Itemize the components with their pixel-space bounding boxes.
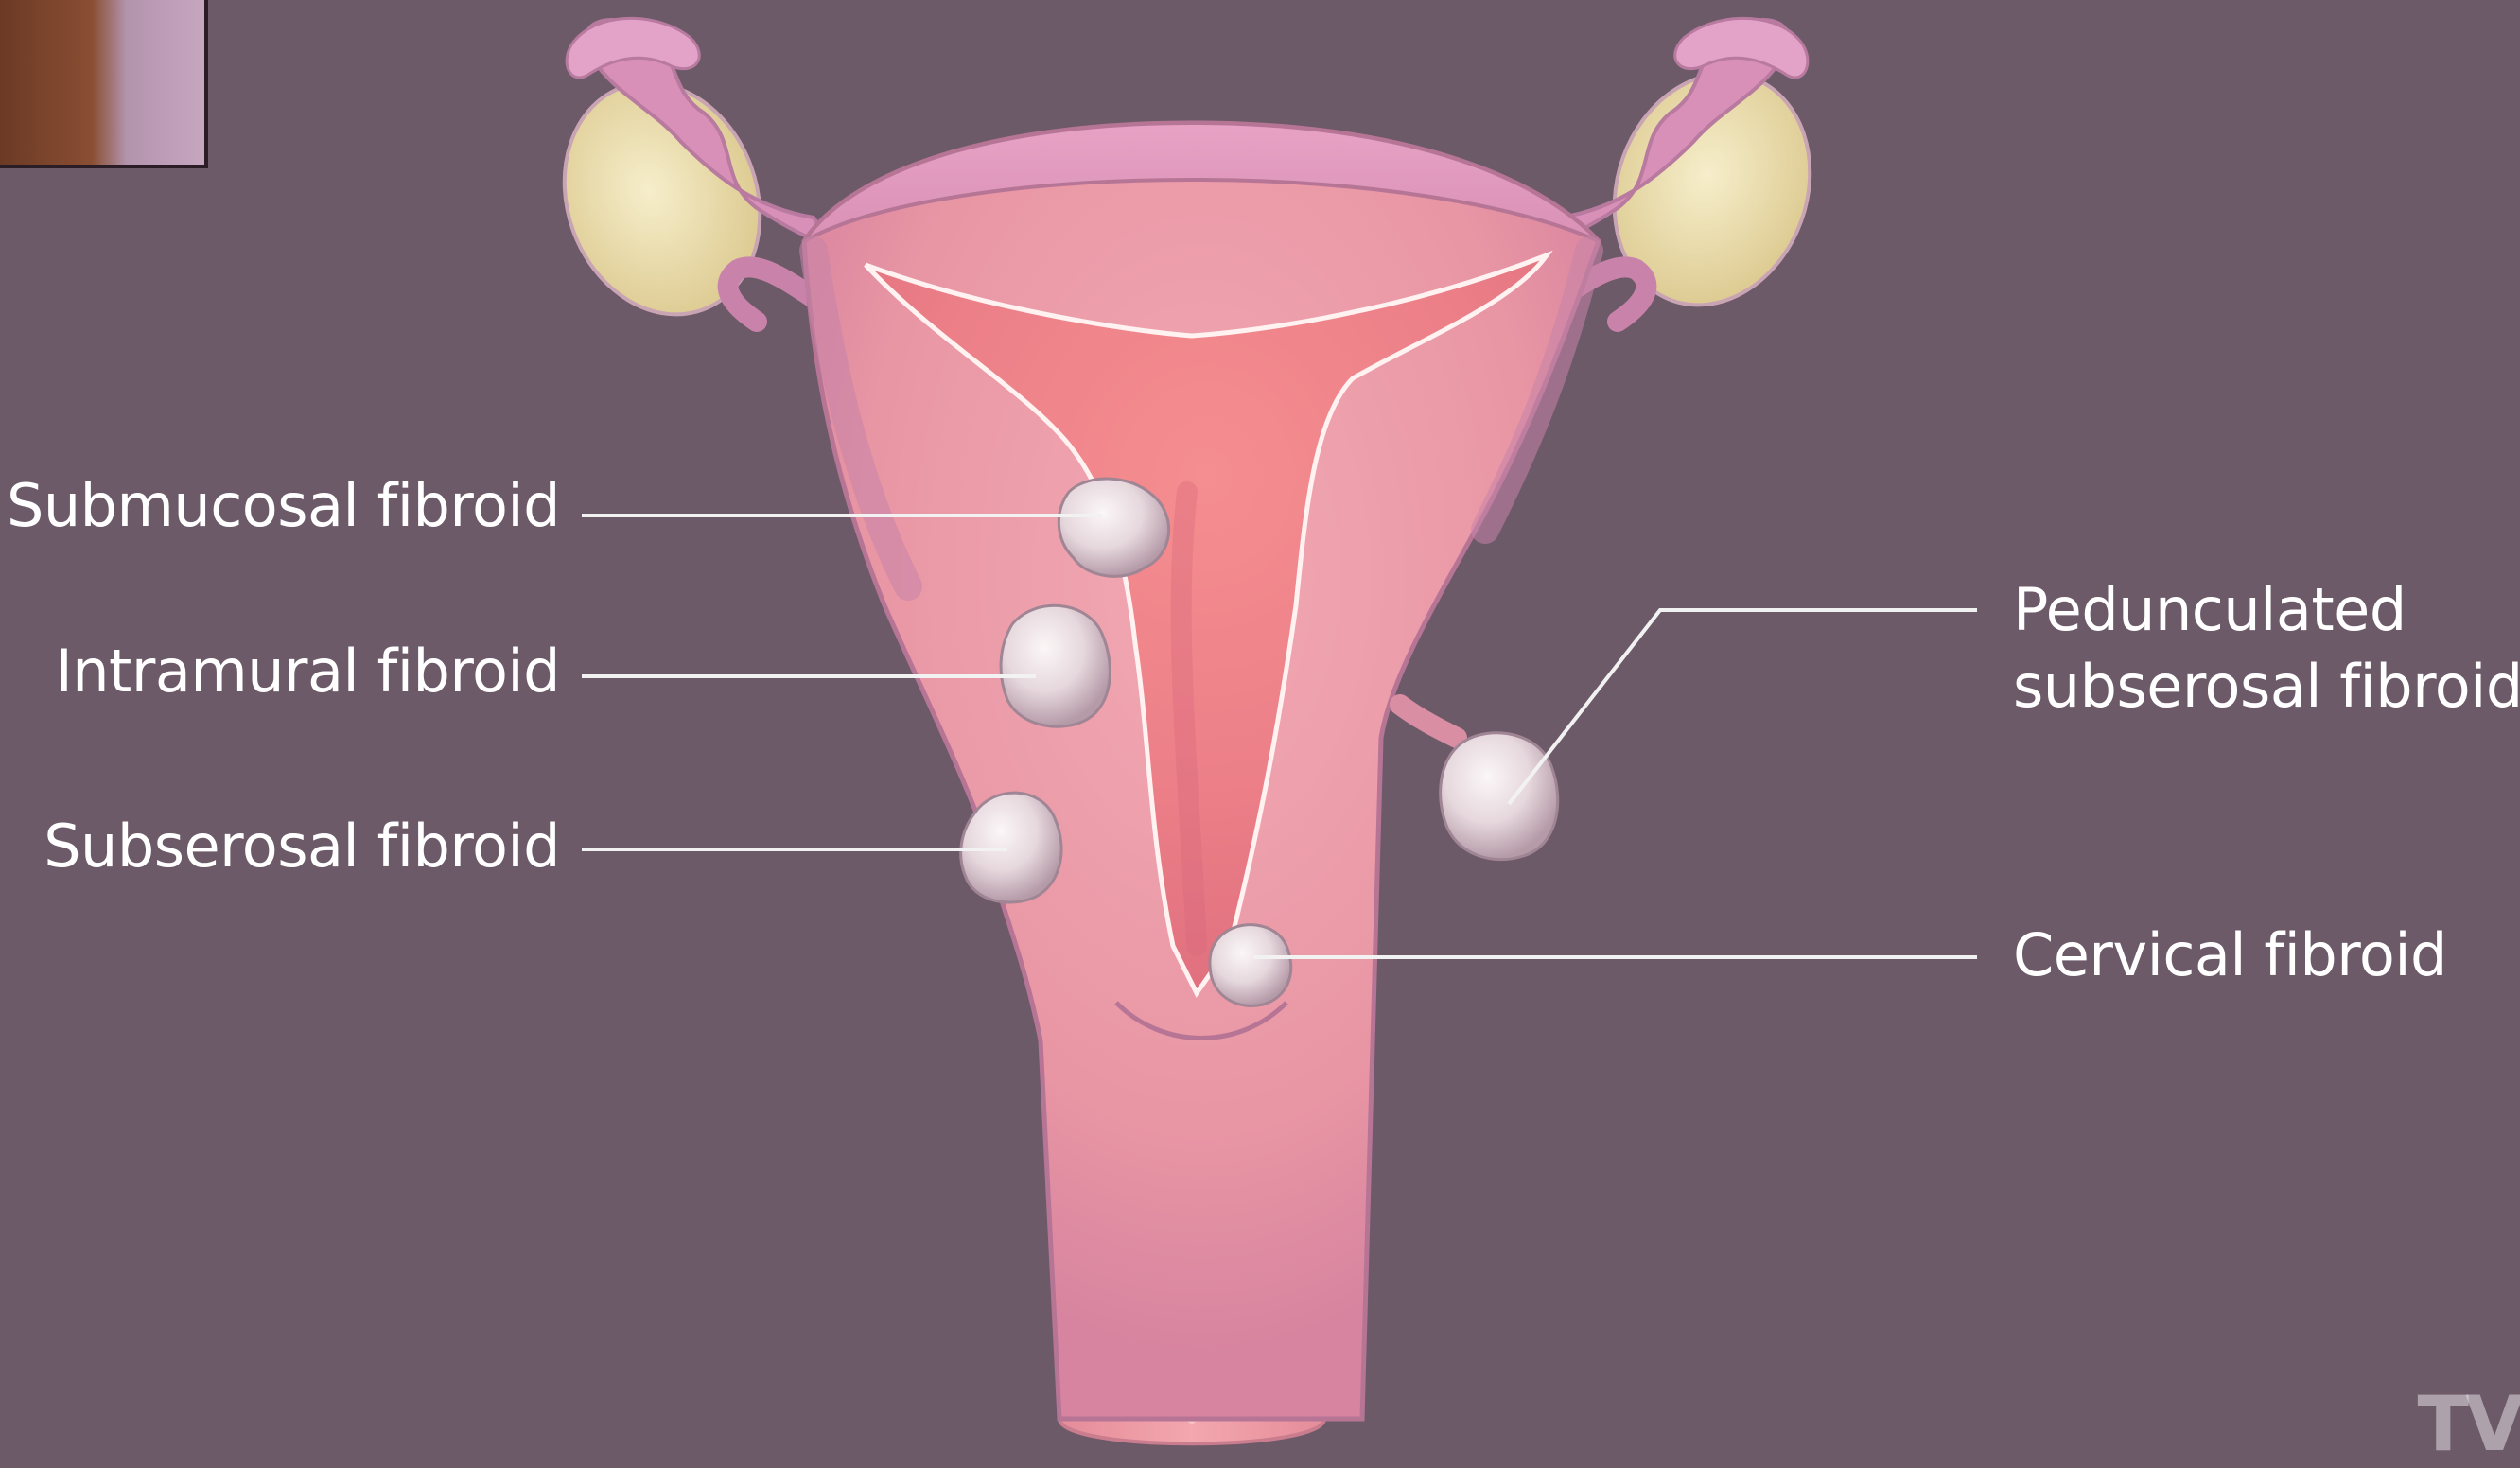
label-cervical-fibroid: Cervical fibroid <box>2013 918 2447 994</box>
label-subserosal-fibroid: Subserosal fibroid <box>44 809 560 885</box>
label-submucosal-fibroid: Submucosal fibroid <box>7 468 560 545</box>
label-pedunculated-subserosal-fibroid: Pedunculated subserosal fibroid <box>2013 572 2520 725</box>
submucosal-fibroid <box>1059 479 1168 576</box>
pedunculated-subserosal-fibroid <box>1400 705 1558 860</box>
intramural-fibroid <box>1001 605 1110 726</box>
label-pedunculated-line1: Pedunculated <box>2013 572 2520 649</box>
label-pedunculated-line2: subserosal fibroid <box>2013 649 2520 725</box>
cervical-fibroid <box>1210 925 1291 1006</box>
tv-watermark-logo: TV <box>2418 1387 2520 1462</box>
label-intramural-fibroid: Intramural fibroid <box>55 634 560 710</box>
